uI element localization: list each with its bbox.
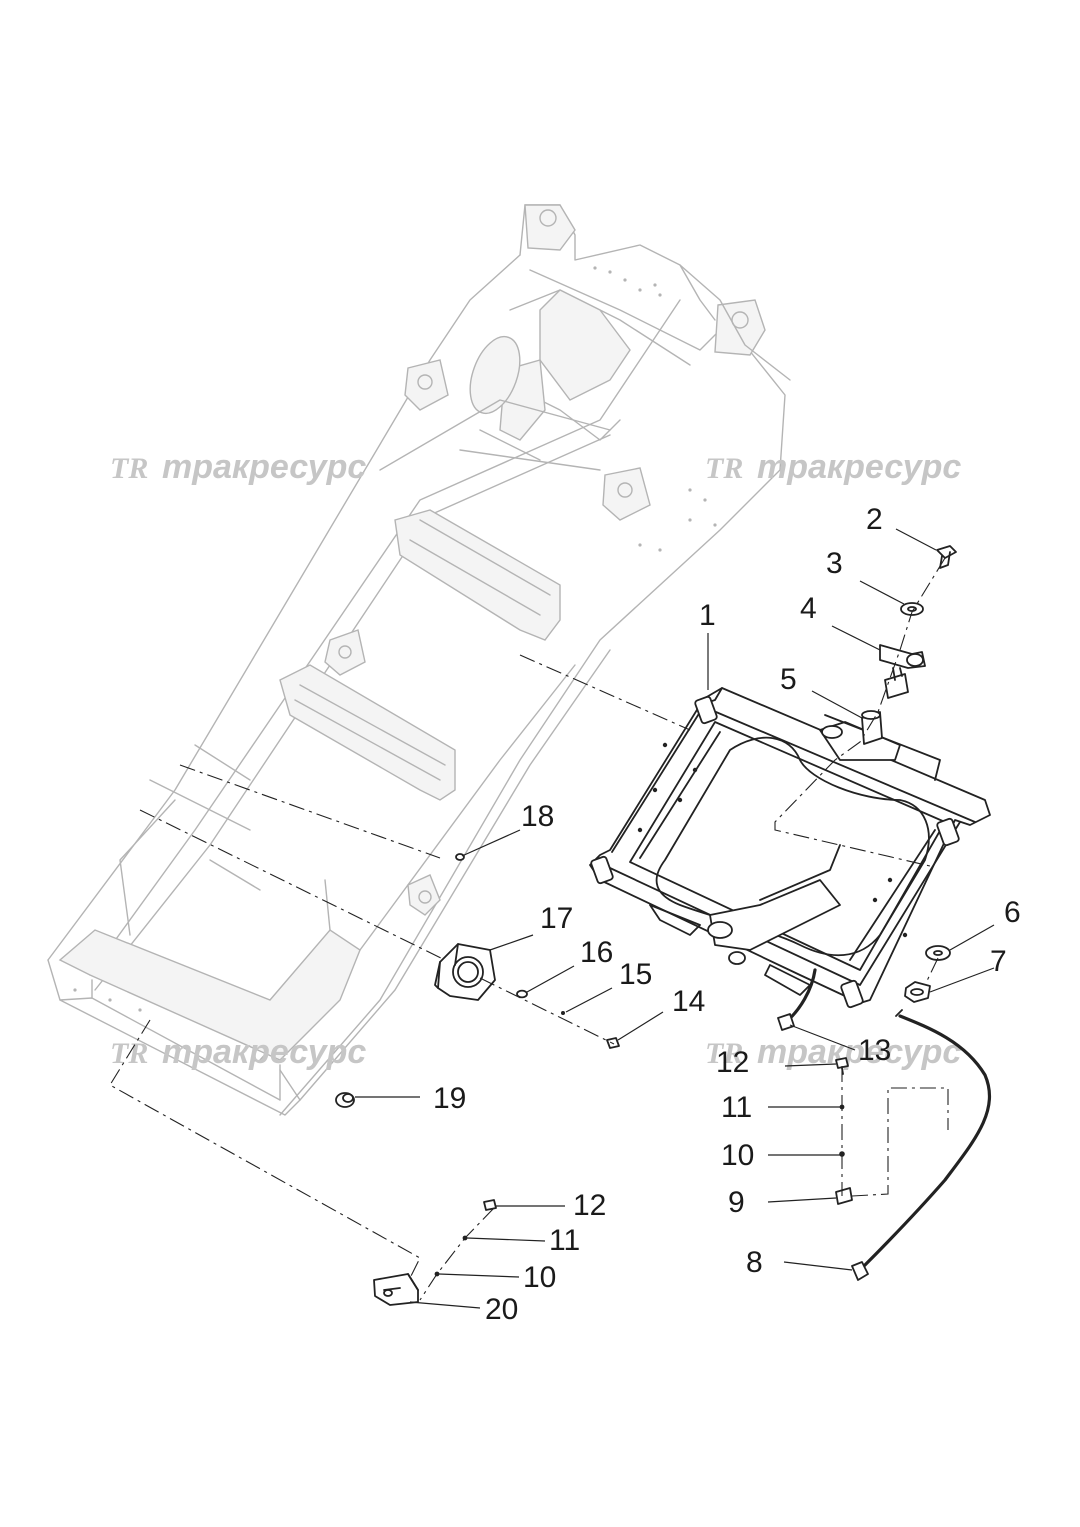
leader-lines [355, 528, 995, 1309]
svg-text:тракресурс: тракресурс [757, 1033, 961, 1071]
callout-8: 8 [746, 1246, 763, 1279]
bracket-part-17 [434, 943, 496, 1001]
callout-9: 9 [728, 1186, 745, 1219]
callout-11-left: 11 [549, 1224, 580, 1257]
callout-3: 3 [826, 547, 843, 580]
callout-11-right: 11 [721, 1091, 752, 1124]
watermark-top-right: TR тракресурс [705, 448, 961, 486]
watermark-top-left: TR тракресурс [110, 448, 366, 486]
callout-10-right: 10 [721, 1139, 754, 1172]
svg-text:TR: TR [705, 1037, 743, 1070]
flange-nut-part-7 [904, 981, 931, 1003]
ground-cable-part-8 [851, 1009, 991, 1281]
callout-19: 19 [433, 1082, 466, 1115]
callout-12-right: 12 [716, 1046, 749, 1079]
callout-20: 20 [485, 1293, 518, 1326]
callout-7: 7 [990, 945, 1007, 978]
callout-12-left: 12 [573, 1189, 606, 1222]
svg-text:тракресурс: тракресурс [757, 448, 961, 486]
clip-part-9 [835, 1187, 853, 1205]
svg-text:тракресурс: тракресурс [162, 448, 366, 486]
callout-4: 4 [800, 592, 817, 625]
pivot-bracket-part-4 [879, 644, 926, 699]
callout-5: 5 [780, 663, 797, 696]
callout-6: 6 [1004, 896, 1021, 929]
callout-2: 2 [866, 503, 883, 536]
svg-text:TR: TR [705, 452, 743, 485]
machine-frame [47, 204, 791, 1116]
callout-13: 13 [858, 1034, 891, 1067]
callout-14: 14 [672, 985, 705, 1018]
bushing-part-5 [861, 710, 883, 745]
bolt-part-12-left [483, 1199, 497, 1211]
watermark-bottom-right: TR тракресурс [705, 1033, 961, 1071]
callout-15: 15 [619, 958, 652, 991]
washer-part-6 [925, 945, 951, 961]
callout-18: 18 [521, 800, 554, 833]
svg-text:тракресурс: тракресурс [162, 1033, 366, 1071]
watermark-bottom-left: TR тракресурс [110, 1033, 366, 1071]
callout-17: 17 [540, 902, 573, 935]
o-ring-part-16 [516, 989, 528, 999]
nut-part-18 [455, 853, 465, 861]
seat-mount-frame [589, 687, 991, 1009]
callout-1: 1 [699, 599, 716, 632]
callout-labels: 1 2 3 4 5 6 7 8 9 10 10 11 11 12 12 13 1… [433, 503, 1021, 1326]
bolt-part-2 [936, 545, 957, 569]
callout-10-left: 10 [523, 1261, 556, 1294]
plug-part-19 [335, 1092, 355, 1108]
washer-part-15 [561, 1011, 565, 1015]
bracket-part-20 [373, 1273, 419, 1306]
svg-text:TR: TR [110, 452, 148, 485]
washer-part-3 [900, 602, 924, 616]
callout-16: 16 [580, 936, 613, 969]
assembly-lines [109, 557, 949, 1301]
